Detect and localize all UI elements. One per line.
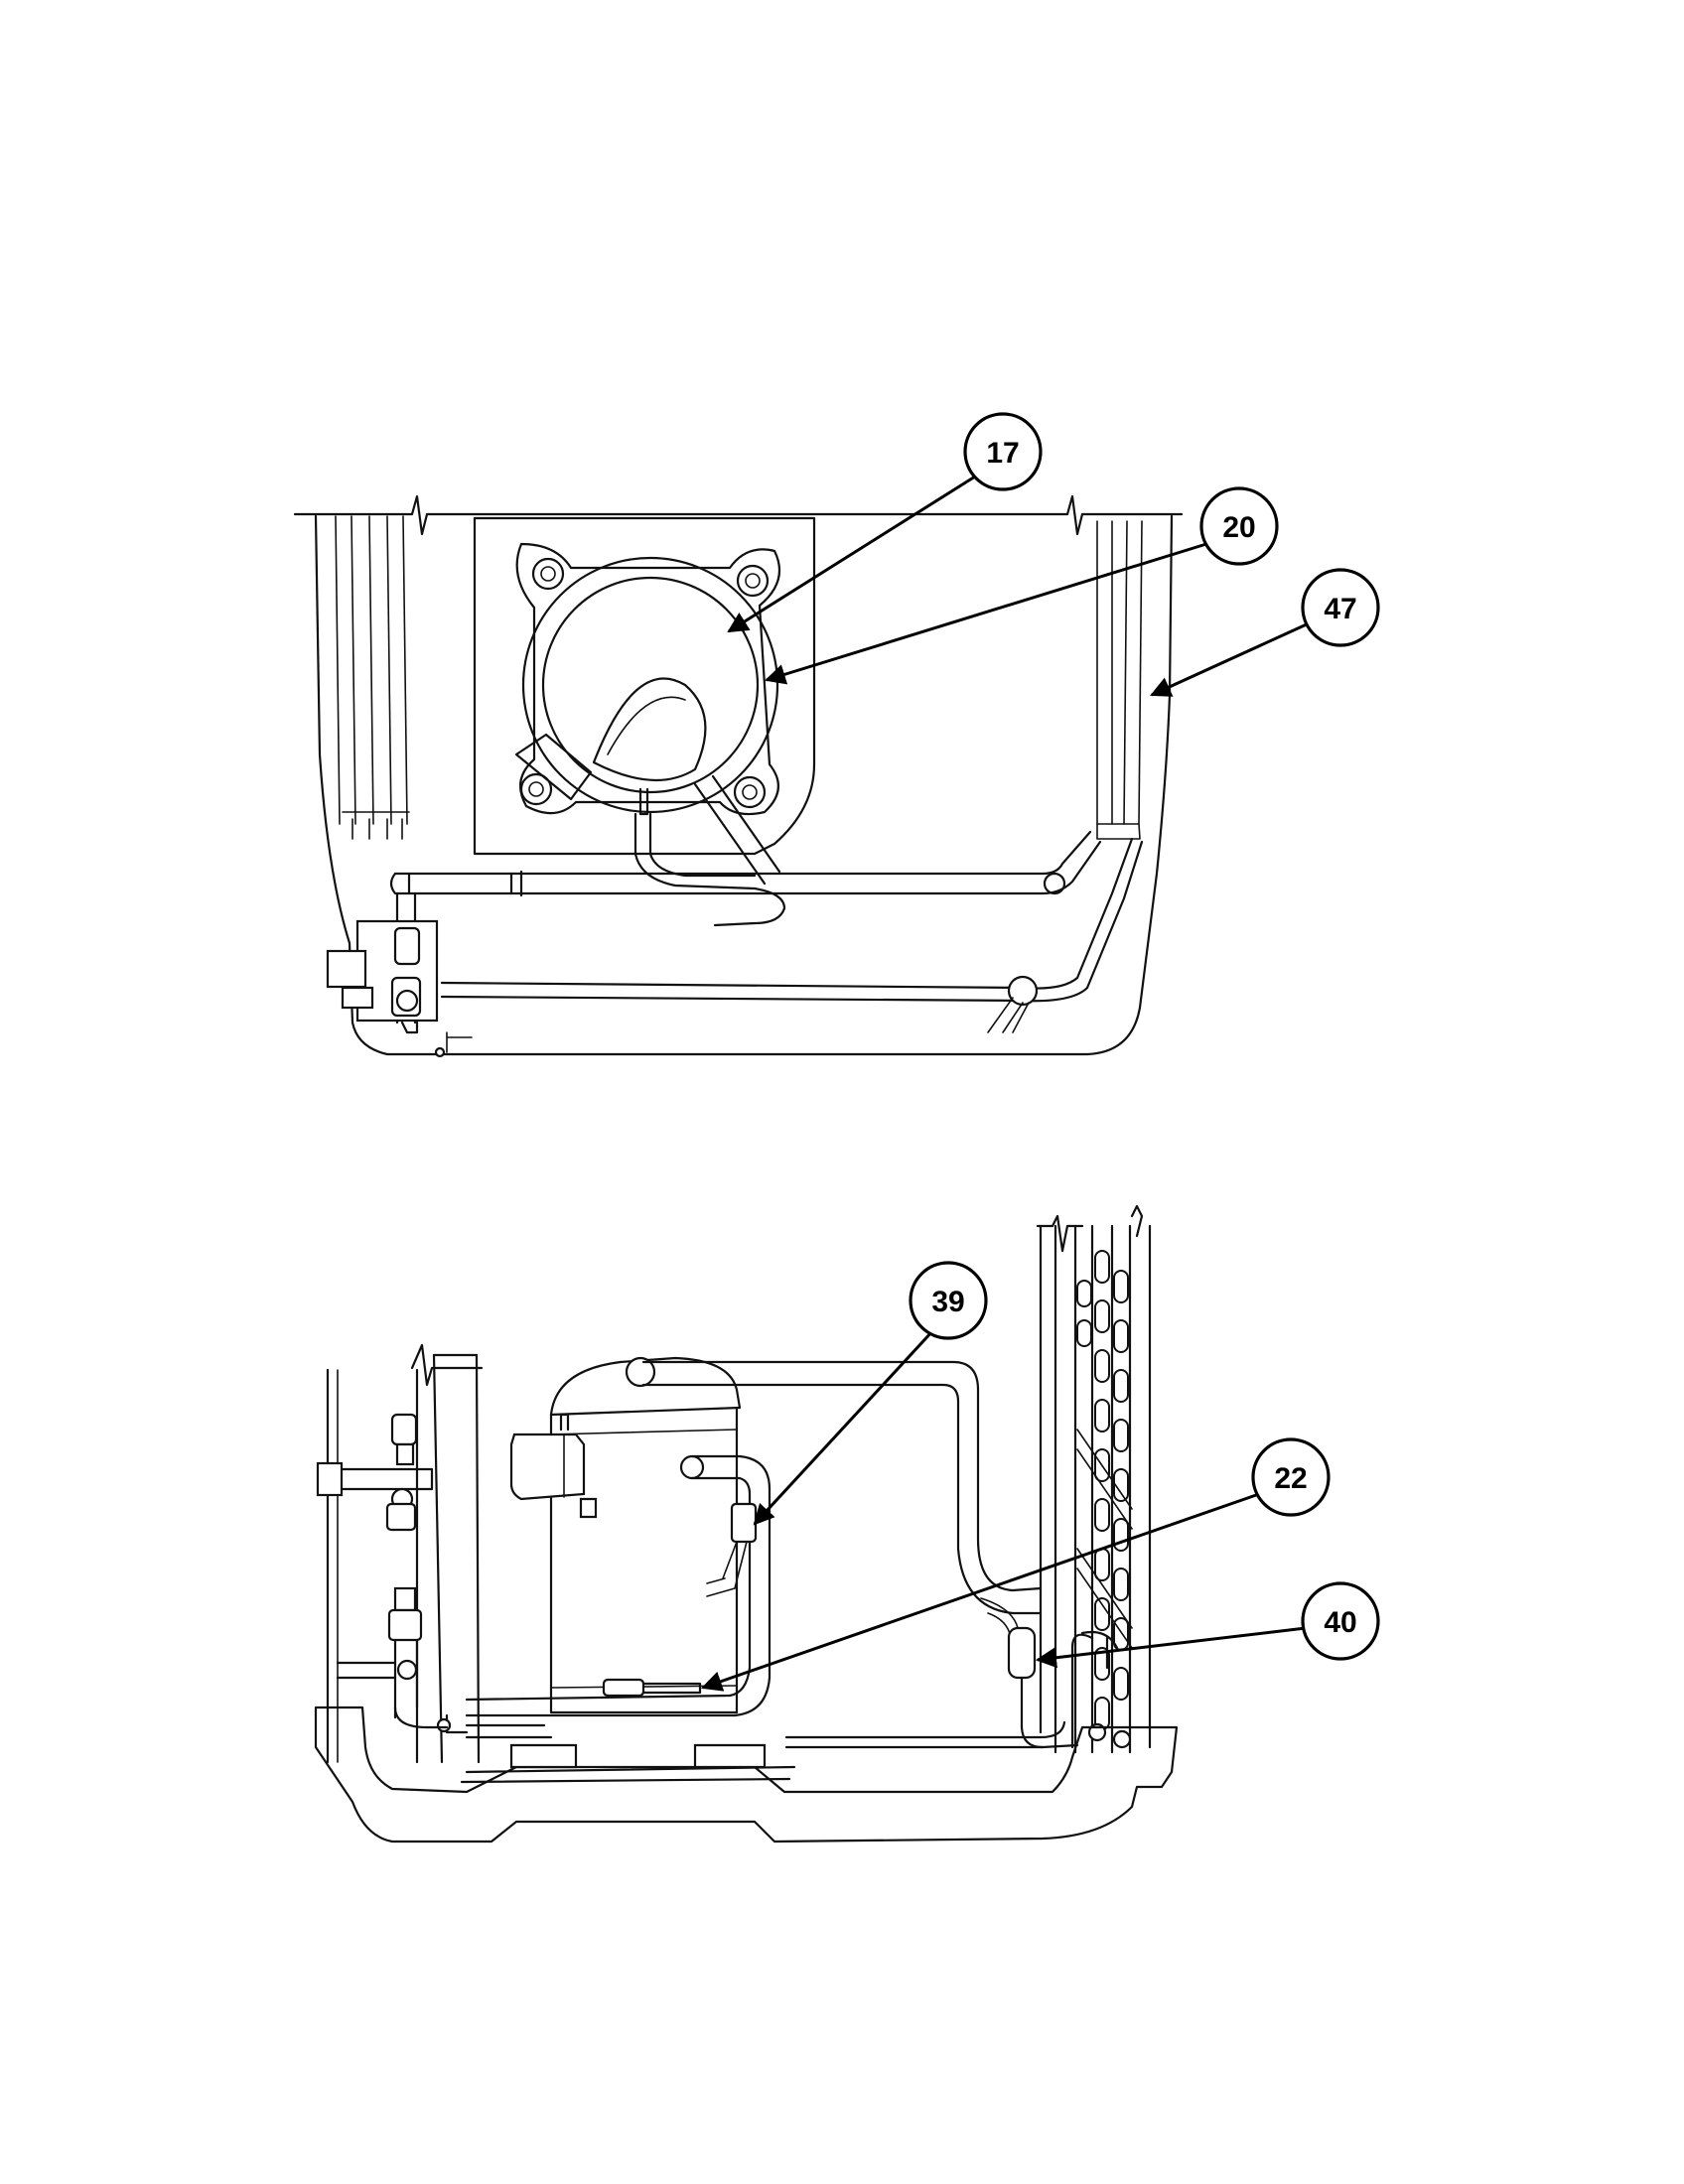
callout-40[interactable]: 40 bbox=[1035, 1581, 1380, 1669]
service-valves-top-view bbox=[326, 872, 473, 1058]
compressor-dome bbox=[541, 576, 760, 794]
callout-47[interactable]: 47 bbox=[1150, 568, 1380, 697]
filter-drier bbox=[980, 1597, 1119, 1749]
callout-40-label: 40 bbox=[1324, 1606, 1356, 1639]
bottom-liquid-line bbox=[436, 1713, 1066, 1749]
suction-line bbox=[465, 1454, 772, 1717]
right-coil-section bbox=[1036, 1204, 1152, 1754]
left-coil-tubes bbox=[335, 515, 410, 840]
service-valves-bottom-view bbox=[316, 1413, 449, 1729]
right-coil-tubes bbox=[1096, 520, 1143, 840]
base-pan bbox=[314, 1706, 1179, 1843]
callout-17-label: 17 bbox=[986, 437, 1019, 470]
pressure-fitting bbox=[602, 1678, 702, 1698]
left-coil-section bbox=[326, 1343, 484, 1764]
callout-20[interactable]: 20 bbox=[764, 486, 1279, 685]
bottom-view bbox=[314, 1204, 1179, 1843]
compressor-mounting-flange bbox=[515, 542, 781, 816]
callout-20-label: 20 bbox=[1222, 511, 1255, 544]
compressor-base-plate bbox=[473, 516, 816, 856]
terminal-box bbox=[509, 1413, 598, 1519]
callout-17[interactable]: 17 bbox=[727, 412, 1043, 633]
callout-22-label: 22 bbox=[1274, 1462, 1307, 1495]
compressor-shell bbox=[521, 556, 779, 814]
mounting-holes bbox=[519, 557, 770, 809]
callout-47-label: 47 bbox=[1324, 593, 1356, 625]
top-view bbox=[293, 494, 1184, 1058]
callout-22[interactable]: 22 bbox=[701, 1437, 1331, 1692]
top-tubing bbox=[407, 774, 1144, 1033]
compressor-side-view bbox=[460, 1356, 1043, 1784]
callout-39[interactable]: 39 bbox=[753, 1261, 988, 1526]
callout-39-label: 39 bbox=[931, 1286, 964, 1318]
